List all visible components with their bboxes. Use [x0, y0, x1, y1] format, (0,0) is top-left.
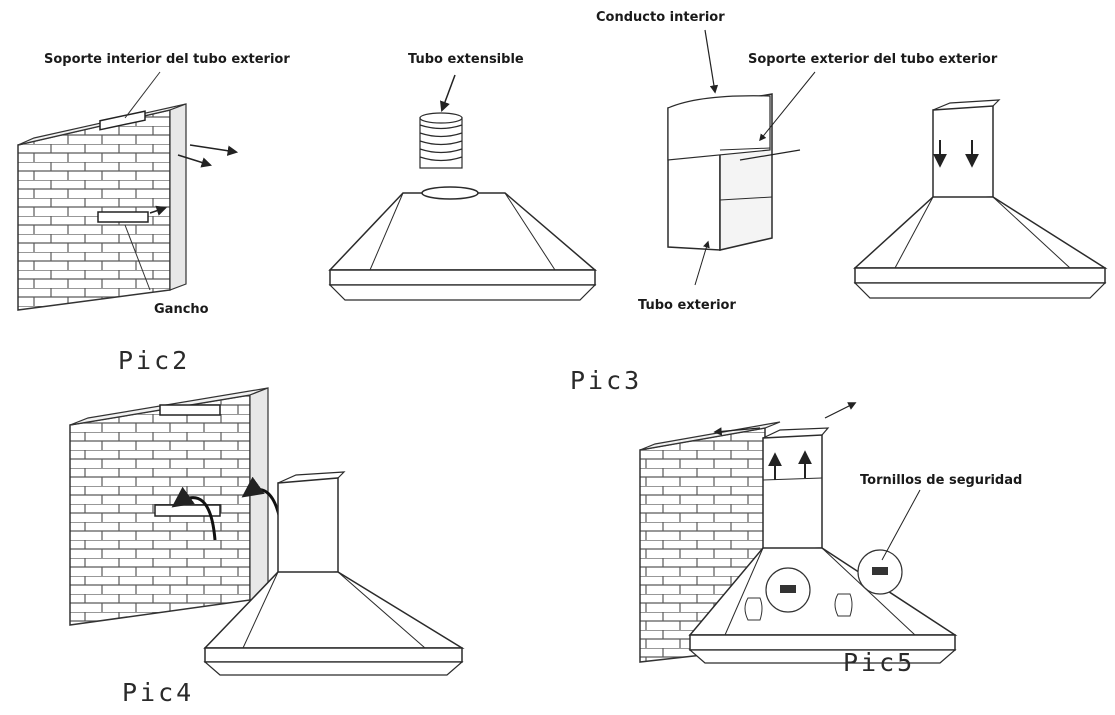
- pic5-bolt-1: [780, 585, 796, 593]
- label-hook: Gancho: [154, 302, 209, 317]
- pic3-bracket-leader: [759, 71, 816, 142]
- pic5-screw-left: [713, 427, 761, 436]
- label-safety-screws: Tornillos de seguridad: [860, 473, 1023, 488]
- pic5-screw-right: [824, 402, 857, 419]
- pic2-screw-3: [149, 205, 167, 216]
- pic2-extension-tube: [419, 112, 463, 169]
- pic2-hook-bracket: [97, 211, 149, 223]
- caption-pic3: Pic3: [570, 366, 643, 395]
- pic2-collar: [421, 186, 479, 200]
- pic2-extension-arrow: [440, 74, 456, 112]
- pic2-hood-base: [329, 269, 596, 286]
- pic2-label-leader: [124, 71, 161, 119]
- pic3-inner-leader: [704, 29, 719, 94]
- pic5-bolt-2: [872, 567, 888, 575]
- pic2-wall-side: [169, 103, 187, 291]
- pic3-hood-canopy: [853, 196, 1108, 269]
- caption-pic4: Pic4: [122, 678, 195, 707]
- pic5-hand-2: [834, 593, 853, 617]
- pic2-screw-2: [177, 154, 213, 168]
- pic2-wall-group: [17, 71, 239, 311]
- pic3-tube-leader: [694, 240, 710, 286]
- label-outer-tube: Tubo exterior: [638, 298, 736, 313]
- pic5-chimney: [762, 434, 823, 551]
- label-inner-bracket: Soporte interior del tubo exterior: [44, 52, 290, 67]
- caption-pic5: Pic5: [843, 648, 916, 677]
- pic5-group: [639, 402, 958, 664]
- caption-pic2: Pic2: [118, 346, 191, 375]
- pic3-inner-duct: [667, 95, 771, 161]
- pic2-hook-leader: [124, 224, 151, 291]
- label-extension-tube: Tubo extensible: [408, 52, 524, 67]
- pic3-chimney: [932, 105, 994, 200]
- label-inner-duct: Conducto interior: [596, 10, 725, 25]
- pic5-screws-leader: [881, 489, 921, 561]
- pic4-hang-arrow-1: [171, 486, 217, 541]
- pic2-screw-1: [189, 144, 239, 156]
- pic2-hood-group: [328, 74, 598, 301]
- pic2-hood-canopy: [328, 192, 598, 271]
- pic3-hood-group: [853, 99, 1108, 299]
- pic2-top-bracket: [99, 110, 146, 131]
- pic5-hand-1: [744, 597, 763, 621]
- pic4-chimney: [277, 477, 339, 576]
- pic3-duct-group: [667, 29, 816, 286]
- pic4-group: [69, 387, 465, 676]
- label-outer-bracket: Soporte exterior del tubo exterior: [748, 52, 998, 67]
- pic4-top-bracket: [159, 404, 221, 416]
